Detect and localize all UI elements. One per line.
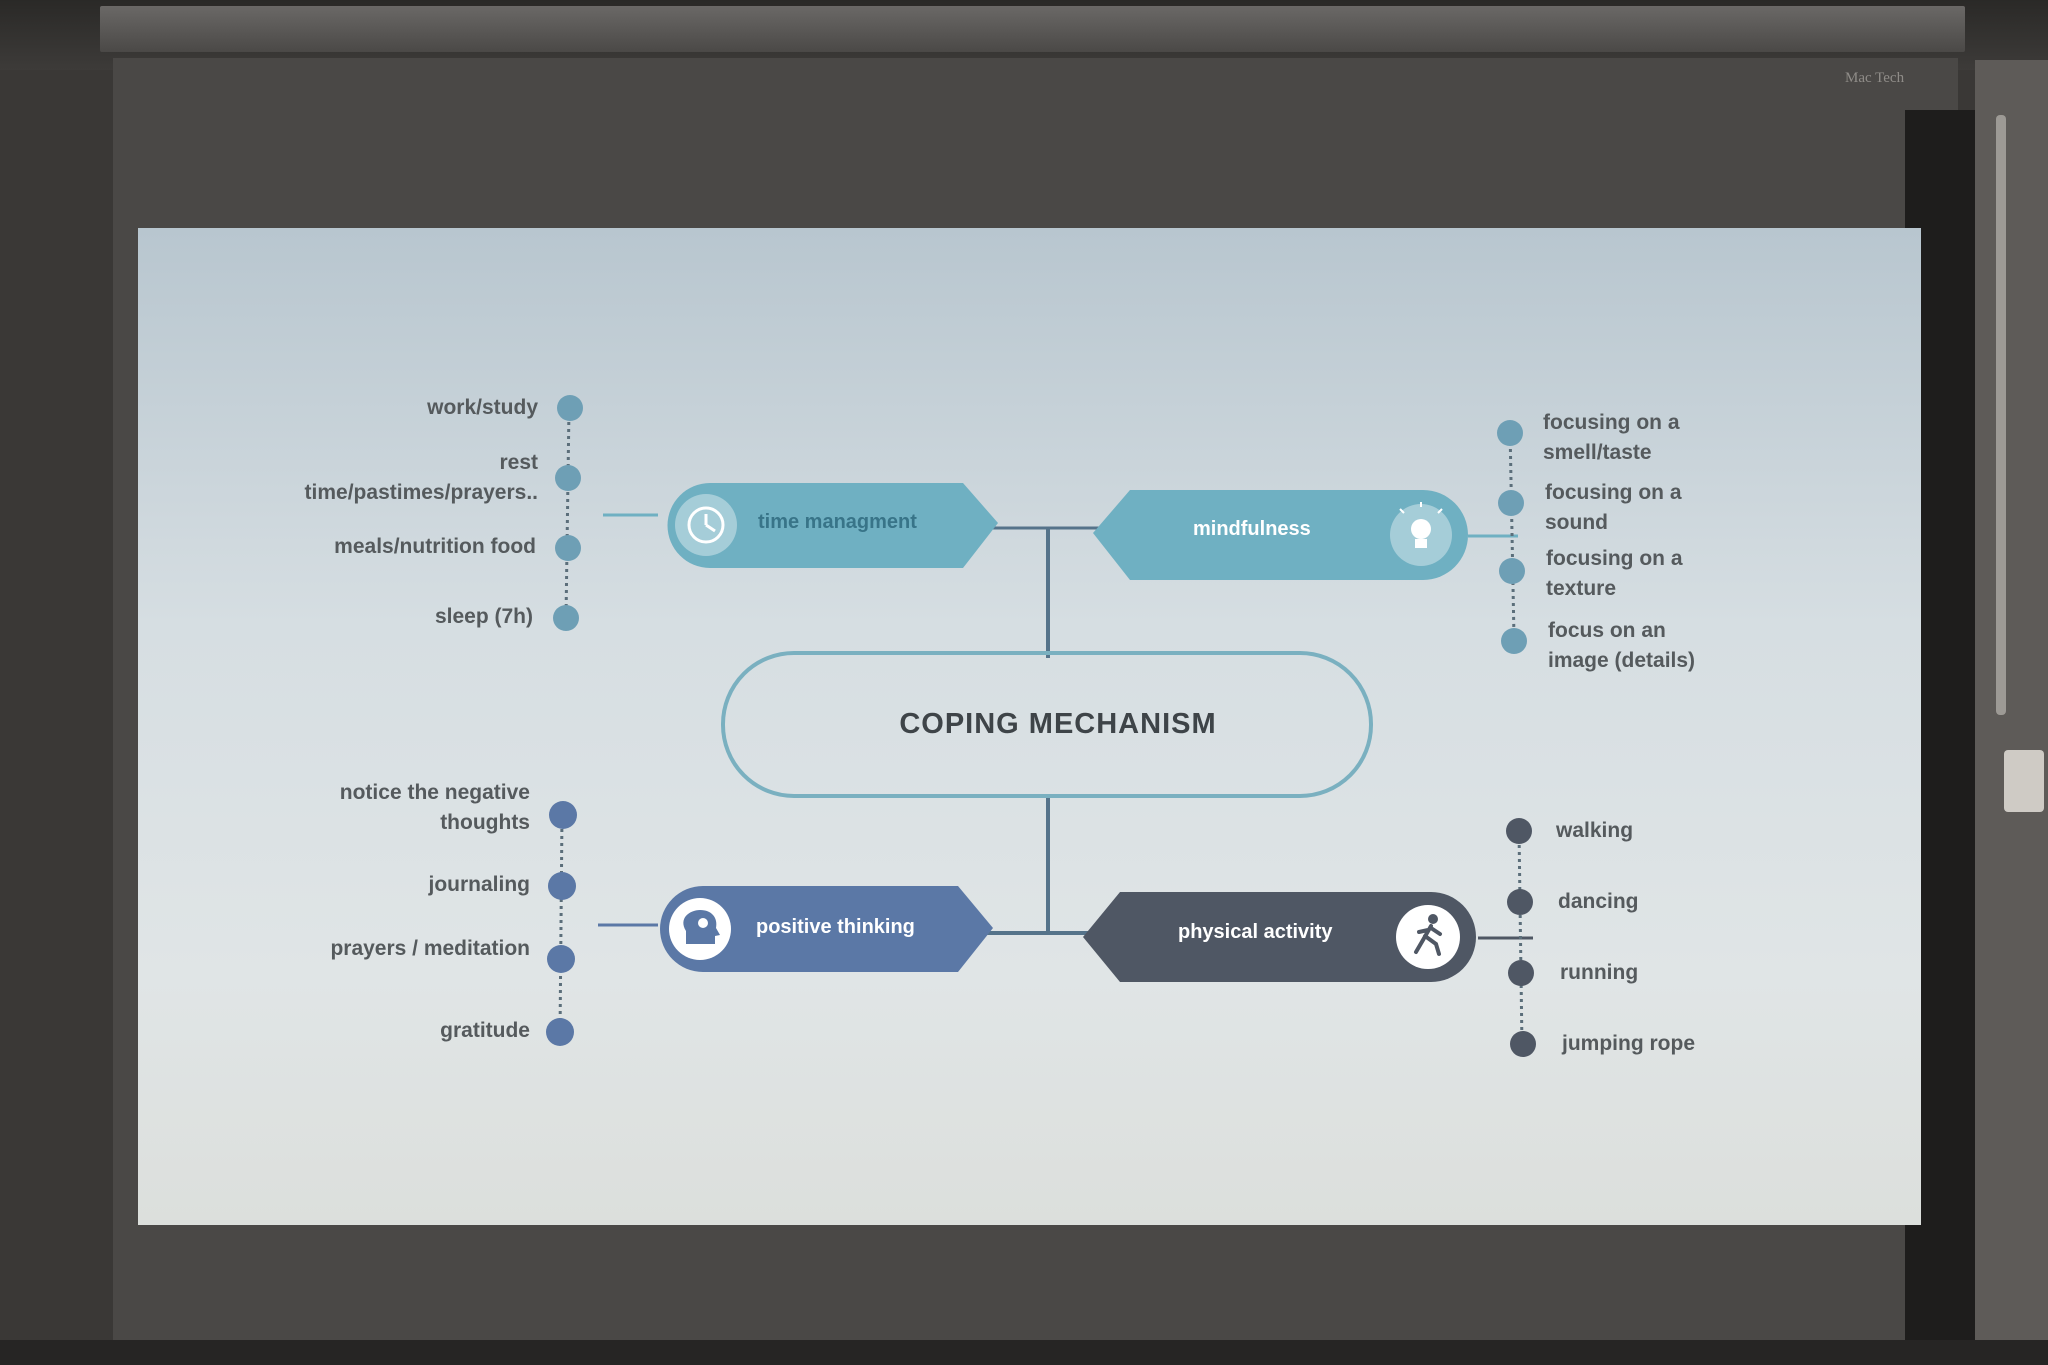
positive-thinking-node: [660, 886, 993, 972]
wall: [1975, 60, 2048, 1365]
bullet-dot: [1498, 490, 1524, 516]
bullet-dot: [1507, 889, 1533, 915]
list-item: focusing on a sound: [1545, 481, 1682, 535]
time-management-node: [667, 483, 998, 568]
list-item: notice the negative thoughts: [339, 781, 530, 835]
diagram-graphics: [546, 395, 1536, 1057]
bullet-dot: [549, 801, 577, 829]
bullet-dot: [555, 535, 581, 561]
bullet-dot: [547, 945, 575, 973]
bullet-dot: [557, 395, 583, 421]
list-item: running: [1560, 961, 1639, 984]
list-item: prayers / meditation: [330, 937, 530, 960]
bullet-dot: [548, 872, 576, 900]
projector-screen-housing: [100, 6, 1965, 52]
bullet-dot: [1508, 960, 1534, 986]
timeline-dots: [558, 814, 564, 1037]
center-title: COPING MECHANISM: [899, 708, 1217, 740]
list-item: focusing on a texture: [1546, 547, 1683, 601]
physical-activity-label: physical activity: [1178, 921, 1333, 943]
list-item: gratitude: [440, 1019, 530, 1042]
list-item: dancing: [1558, 890, 1639, 913]
bullet-dot: [1497, 420, 1523, 446]
bullet-dot: [1506, 818, 1532, 844]
bullet-dot: [1510, 1031, 1536, 1057]
bullet-dot: [546, 1018, 574, 1046]
list-item: journaling: [428, 873, 531, 896]
mindfulness-node: [1093, 490, 1468, 580]
timeline-dots: [564, 407, 571, 619]
time-management-label: time managment: [758, 511, 917, 533]
list-item: focusing on a smell/taste: [1543, 411, 1680, 465]
list-item: walking: [1556, 819, 1634, 842]
bullet-dot: [555, 465, 581, 491]
bullet-dot: [1501, 628, 1527, 654]
bullet-dot: [553, 605, 579, 631]
list-item: focus on an image (details): [1548, 619, 1696, 673]
center-node: [721, 651, 1373, 798]
physical-activity-node: [1083, 892, 1476, 982]
list-item: jumping rope: [1562, 1032, 1695, 1055]
screen-bottom-shadow: [0, 1340, 2048, 1365]
slide: COPING MECHANISM time managment mindfuln…: [138, 228, 1921, 1225]
list-item: meals/nutrition food: [334, 535, 536, 558]
screen-brand-label: Mac Tech: [1845, 70, 1905, 86]
positive-thinking-label: positive thinking: [756, 916, 915, 938]
list-item: rest time/pastimes/prayers..: [304, 451, 538, 505]
mindfulness-label: mindfulness: [1193, 518, 1311, 540]
list-item: sleep (7h): [434, 605, 533, 628]
wall-outlet: [2004, 750, 2044, 812]
timeline-dots: [1508, 427, 1516, 639]
bullet-dot: [1499, 558, 1525, 584]
wall-cable: [1996, 115, 2006, 715]
list-item: work/study: [427, 396, 538, 419]
timeline-dots: [1517, 830, 1524, 1047]
